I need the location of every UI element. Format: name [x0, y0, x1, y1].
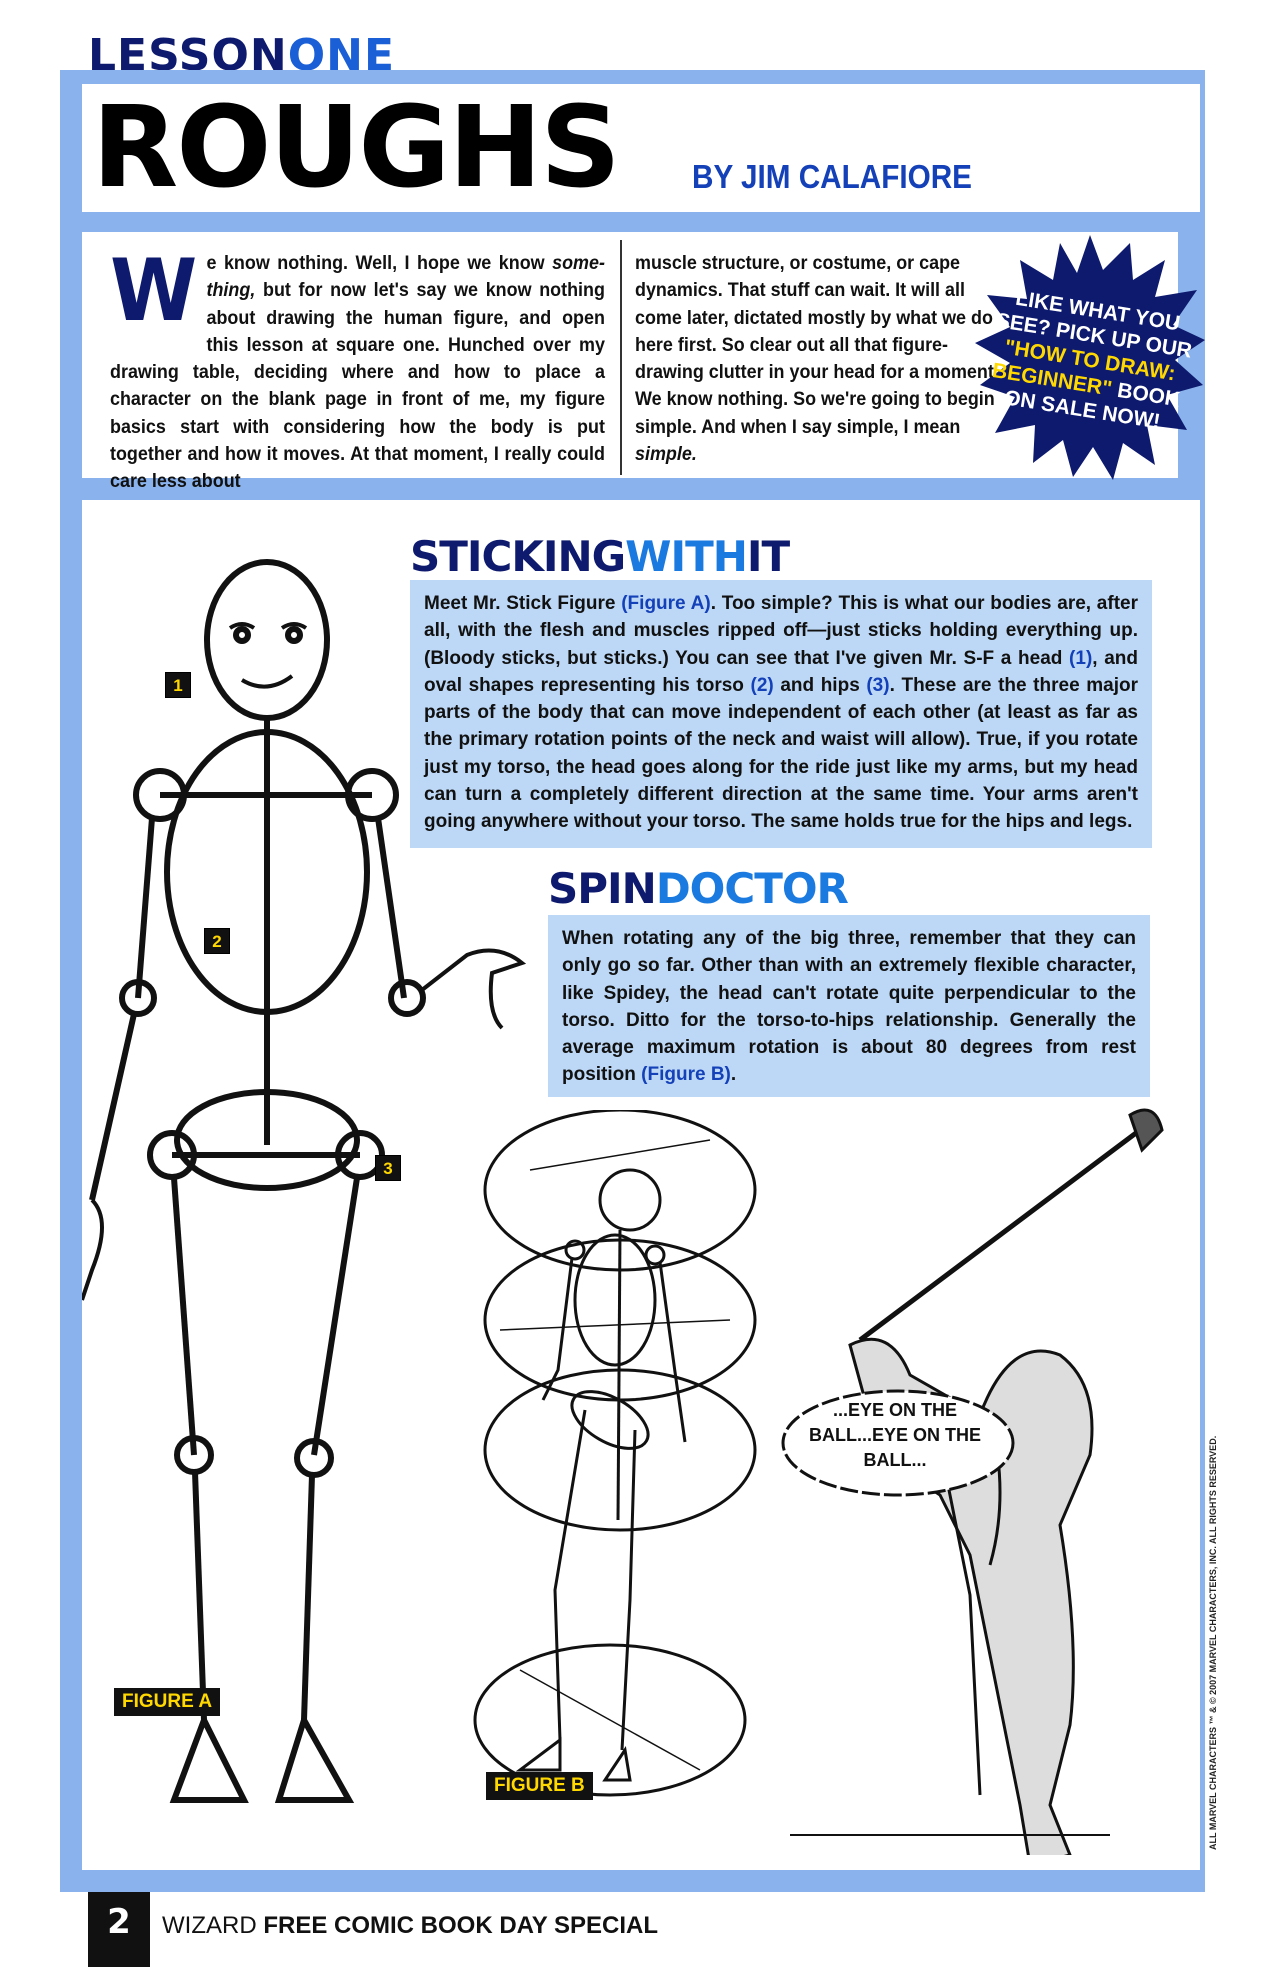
text: When rotating any of the big three, reme… — [562, 928, 1136, 1086]
spin-text-box: When rotating any of the big three, reme… — [548, 915, 1150, 1097]
label-hips: 3 — [375, 1155, 401, 1181]
sticking-text-box: Meet Mr. Stick Figure (Figure A). Too si… — [410, 580, 1152, 848]
page-number: 2 — [88, 1892, 150, 1967]
figure-ref: (Figure A) — [621, 593, 711, 614]
text: muscle structure, or costume, or cape dy… — [635, 252, 999, 438]
text: Meet Mr. Stick Figure — [424, 593, 622, 614]
figure-b-rotation-illustration — [473, 1110, 757, 1797]
figure-b-label: FIGURE B — [486, 1772, 593, 1800]
figure-ref: (2) — [750, 674, 774, 696]
text: SPIN — [548, 864, 657, 913]
text: IT — [746, 532, 790, 581]
text: . These are the three major parts of the… — [424, 674, 1138, 833]
intro-box — [82, 232, 1178, 478]
label-head: 1 — [165, 672, 191, 698]
figure-ref: (1) — [1069, 647, 1093, 669]
text: STICKING — [410, 532, 626, 581]
text: . Too simple? This is what our bodies ar… — [424, 593, 1138, 669]
page-title: ROUGHS — [92, 83, 621, 213]
figure-ref: (3) — [866, 674, 890, 696]
issue-title: FREE COMIC BOOK DAY SPECIAL — [263, 1912, 659, 1939]
text: , and oval shapes representing his torso — [424, 647, 1138, 696]
section-heading-sticking: STICKINGWITHIT — [410, 532, 790, 581]
text: DOCTOR — [655, 864, 849, 913]
copyright-notice: ALL MARVEL CHARACTERS ™ & © 2007 MARVEL … — [1208, 1435, 1218, 1850]
speech-bubble — [781, 1389, 1015, 1497]
text: . — [730, 1064, 737, 1086]
text: and hips — [773, 674, 867, 696]
emphasis: simple. — [635, 443, 697, 466]
label-torso: 2 — [204, 928, 230, 954]
figure-a-stick-figure-illustration — [82, 559, 527, 1803]
intro-column-2: muscle structure, or costume, or cape dy… — [635, 250, 1003, 468]
text: e know nothing. Well, I hope we know — [206, 252, 553, 274]
text: WITH — [625, 532, 748, 581]
drop-cap: W — [110, 241, 198, 341]
figure-a-label: FIGURE A — [114, 1688, 221, 1716]
byline: BY JIM CALAFIORE — [692, 158, 972, 195]
promo-starburst-icon — [975, 235, 1205, 480]
text: but for now let's say we know nothing ab… — [110, 279, 605, 493]
brand: WIZARD — [162, 1912, 257, 1939]
footer-title: WIZARD FREE COMIC BOOK DAY SPECIAL — [162, 1912, 658, 1940]
column-divider — [620, 240, 622, 475]
title-box — [82, 84, 1200, 212]
section-heading-spin: SPINDOCTOR — [548, 864, 849, 913]
speech-bubble-text: ...EYE ON THE BALL...EYE ON THE BALL... — [808, 1400, 981, 1470]
figure-ref: (Figure B) — [641, 1064, 731, 1086]
emphasis: some-thing, — [206, 252, 605, 302]
